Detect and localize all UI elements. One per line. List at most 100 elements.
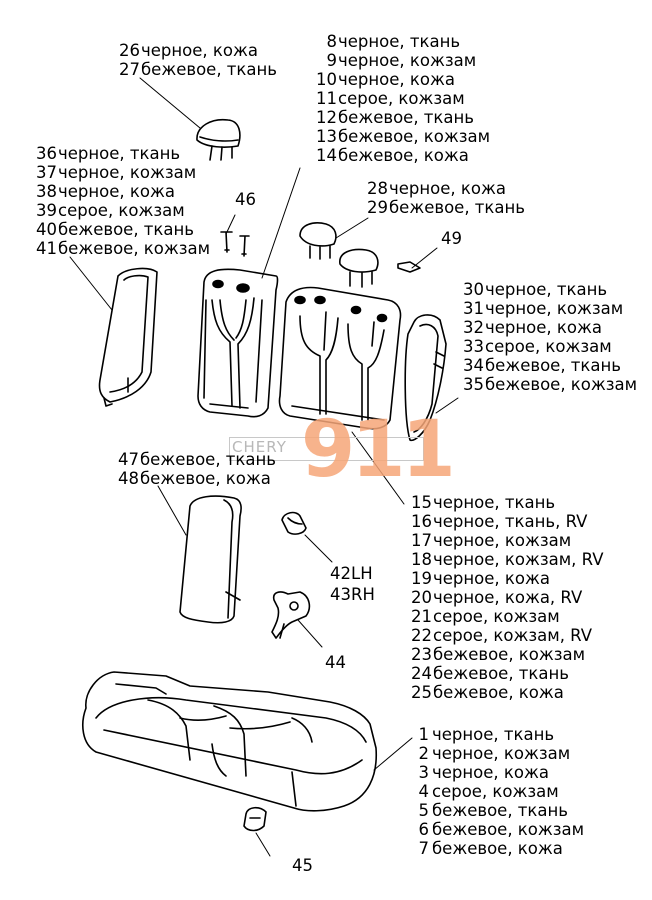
part-number: 32 <box>463 318 484 337</box>
part-description: черное, кожзам, RV <box>433 550 604 569</box>
part-description: черное, кожзам <box>433 531 572 550</box>
part-label: 14бежевое, кожа <box>311 146 490 165</box>
part-description: бежевое, ткань <box>389 198 526 217</box>
bracket-42 <box>282 513 306 535</box>
part-label: 20черное, кожа, RV <box>406 588 604 607</box>
part-description: бежевое, кожа <box>140 469 271 488</box>
part-description: бежевое, ткань <box>433 664 570 683</box>
part-label: 26черное, кожа <box>114 41 277 60</box>
part-label: 41бежевое, кожзам <box>31 239 210 258</box>
label-44: 44 <box>325 653 346 672</box>
part-description: серое, кожзам <box>338 89 465 108</box>
part-number: 23 <box>411 645 432 664</box>
part-description: бежевое, кожзам <box>338 127 491 146</box>
part-description: бежевое, ткань <box>485 356 622 375</box>
part-description: бежевое, ткань <box>338 108 475 127</box>
part-number: 36 <box>36 144 57 163</box>
part-label: 12бежевое, ткань <box>311 108 490 127</box>
part-number: 31 <box>463 299 484 318</box>
part-description: черное, ткань <box>432 725 555 744</box>
part-description: серое, кожзам <box>58 201 185 220</box>
label-49: 49 <box>441 229 462 248</box>
part-description: черное, кожа <box>433 569 550 588</box>
part-label: 21серое, кожзам <box>406 607 604 626</box>
seatback-right-15 <box>279 288 400 429</box>
watermark: CHERY 911 <box>229 411 456 489</box>
label-43rh: 43RH <box>330 585 375 604</box>
part-number: 26 <box>119 41 140 60</box>
watermark-frame <box>229 437 424 461</box>
part-description: бежевое, кожа <box>433 683 564 702</box>
part-number: 40 <box>36 220 57 239</box>
part-description: бежевое, кожзам <box>433 645 586 664</box>
part-label: 11серое, кожзам <box>311 89 490 108</box>
part-number: 48 <box>118 469 139 488</box>
part-label: 16черное, ткань, RV <box>406 512 604 531</box>
part-description: черное, ткань <box>58 144 181 163</box>
part-description: черное, ткань, RV <box>433 512 588 531</box>
seatback-left-8 <box>198 269 278 416</box>
part-label: 29бежевое, ткань <box>362 198 525 217</box>
part-label: 27бежевое, ткань <box>114 60 277 79</box>
part-label: 8черное, ткань <box>311 32 490 51</box>
part-label: 30черное, ткань <box>458 280 637 299</box>
part-description: бежевое, ткань <box>58 220 195 239</box>
part-number: 13 <box>316 127 337 146</box>
part-number: 39 <box>36 201 57 220</box>
part-number: 25 <box>411 683 432 702</box>
watermark-logo: 911 <box>301 405 456 495</box>
part-number: 4 <box>418 782 430 801</box>
part-number: 41 <box>36 239 57 258</box>
part-label: 13бежевое, кожзам <box>311 127 490 146</box>
part-number: 17 <box>411 531 432 550</box>
part-number: 18 <box>411 550 432 569</box>
part-number: 28 <box>367 179 388 198</box>
part-description: серое, кожзам <box>433 607 560 626</box>
part-number: 38 <box>36 182 57 201</box>
part-description: черное, кожа <box>389 179 506 198</box>
part-number: 1 <box>418 725 430 744</box>
part-number: 3 <box>418 763 430 782</box>
part-description: черное, кожа <box>141 41 258 60</box>
part-description: черное, кожа <box>485 318 602 337</box>
part-number: 27 <box>119 60 140 79</box>
headrest-28 <box>300 223 336 259</box>
part-label: 47бежевое, ткань <box>113 450 276 469</box>
seat-cushion-1 <box>83 672 376 811</box>
part-label: 10черное, кожа <box>311 70 490 89</box>
headrest-26 <box>197 120 240 160</box>
part-label: 48бежевое, кожа <box>113 469 276 488</box>
part-description: черное, кожа <box>338 70 455 89</box>
label-42lh: 42LH <box>330 564 373 583</box>
part-number: 19 <box>411 569 432 588</box>
part-description: черное, кожзам <box>338 51 477 70</box>
part-number: 7 <box>418 839 430 858</box>
clip-49 <box>398 262 420 272</box>
part-label: 32черное, кожа <box>458 318 637 337</box>
part-number: 8 <box>326 32 338 51</box>
armrest-47 <box>180 496 241 623</box>
part-number: 14 <box>316 146 337 165</box>
part-label: 37черное, кожзам <box>31 163 210 182</box>
part-description: серое, кожзам <box>432 782 559 801</box>
part-number: 16 <box>411 512 432 531</box>
part-number: 15 <box>411 493 432 512</box>
headrest-29 <box>340 250 378 287</box>
part-label: 31черное, кожзам <box>458 299 637 318</box>
leader-lines <box>70 78 458 856</box>
part-label: 19черное, кожа <box>406 569 604 588</box>
headrest-pins-46 <box>221 232 249 256</box>
